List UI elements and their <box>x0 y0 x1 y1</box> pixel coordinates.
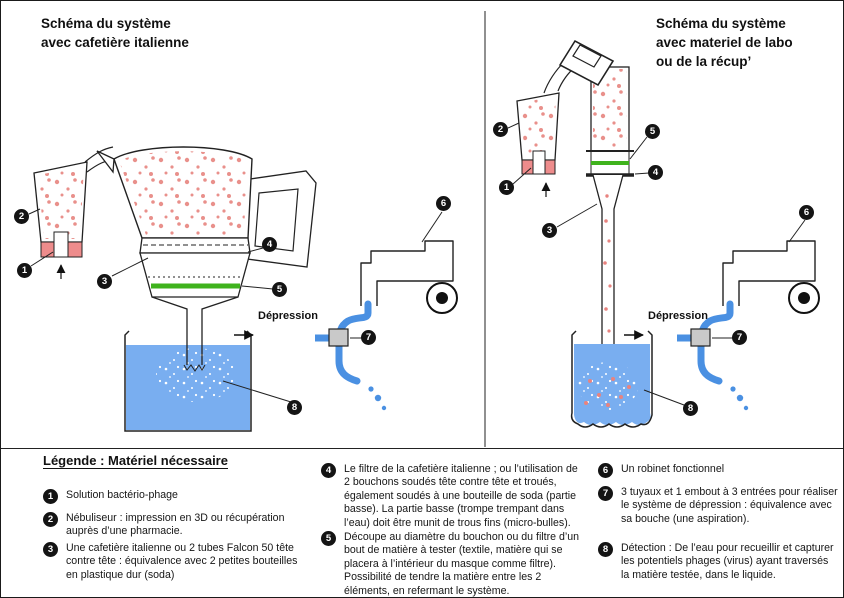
lab-column-drawing <box>558 39 634 369</box>
left-badge-7: 7 <box>361 330 376 345</box>
legend-badge-7: 7 <box>598 486 613 501</box>
left-pipework <box>315 304 386 410</box>
right-depression-label: Dépression <box>648 310 708 322</box>
legend-text-7: 3 tuyaux et 1 embout à 3 entrées pour ré… <box>621 486 838 525</box>
legend-item-5: 5 Découpe au diamètre du bouchon ou du f… <box>321 531 581 597</box>
right-leader-lines <box>507 122 806 406</box>
right-badge-1: 1 <box>499 180 514 195</box>
schematic-drawing <box>1 11 843 449</box>
moka-spout <box>96 150 115 174</box>
legend-badge-2: 2 <box>43 512 58 527</box>
left-faucet <box>360 240 458 314</box>
right-badge-4: 4 <box>648 165 663 180</box>
right-badge-7: 7 <box>732 330 747 345</box>
left-badge-8: 8 <box>287 400 302 415</box>
water-phage-dots <box>584 377 631 407</box>
legend-badge-6: 6 <box>598 463 613 478</box>
right-water-vessel-drawing <box>570 330 653 428</box>
column-lower-tube <box>592 174 624 369</box>
legend-badge-5: 5 <box>321 531 336 546</box>
left-badge-5: 5 <box>272 282 287 297</box>
left-badge-1: 1 <box>17 263 32 278</box>
moka-pot-drawing <box>96 146 317 298</box>
right-badge-2: 2 <box>493 122 508 137</box>
legend-item-2: 2 Nébuliseur : impression en 3D ou récup… <box>43 512 305 539</box>
left-nebulizer-drawing <box>33 146 116 279</box>
legend-item-7: 7 3 tuyaux et 1 embout à 3 entrées pour … <box>598 486 838 526</box>
legend-text-1: Solution bactério-phage <box>66 489 178 501</box>
tube-phage-dots <box>603 194 612 333</box>
left-bubbles <box>156 348 236 402</box>
moka-funnel-tube <box>151 296 239 365</box>
legend-text-8: Détection : De l’eau pour recueillir et … <box>621 542 834 581</box>
left-badge-4: 4 <box>262 237 277 252</box>
right-badge-8: 8 <box>683 401 698 416</box>
legend-item-6: 6 Un robinet fonctionnel <box>598 463 830 478</box>
legend-title: Légende : Matériel nécessaire <box>43 453 228 468</box>
legend-text-5: Découpe au diamètre du bouchon ou du fil… <box>344 531 579 597</box>
legend-item-4: 4 Le filtre de la cafetière italienne ; … <box>321 463 585 530</box>
right-nebulizer-drawing <box>516 60 577 197</box>
legend-item-3: 3 Une cafetière italienne ou 2 tubes Fal… <box>43 542 307 582</box>
legend-text-4: Le filtre de la cafetière italienne ; ou… <box>344 463 578 529</box>
legend-text-6: Un robinet fonctionnel <box>621 463 725 475</box>
legend-item-8: 8 Détection : De l’eau pour recueillir e… <box>598 542 838 582</box>
legend-badge-3: 3 <box>43 542 58 557</box>
left-depression-label: Dépression <box>258 310 318 322</box>
left-water-vessel-drawing <box>124 296 252 432</box>
legend-badge-4: 4 <box>321 463 336 478</box>
legend-item-1: 1 Solution bactério-phage <box>43 489 295 504</box>
right-faucet <box>722 240 820 314</box>
right-badge-6: 6 <box>799 205 814 220</box>
right-badge-5: 5 <box>645 124 660 139</box>
left-badge-3: 3 <box>97 274 112 289</box>
right-diagram-title: Schéma du système avec materiel de labo … <box>656 16 793 69</box>
legend-text-3: Une cafetière italienne ou 2 tubes Falco… <box>66 542 298 581</box>
legend-badge-8: 8 <box>598 542 613 557</box>
right-badge-3: 3 <box>542 223 557 238</box>
legend-badge-1: 1 <box>43 489 58 504</box>
left-diagram-title: Schéma du système avec cafetière italien… <box>41 16 189 50</box>
left-badge-2: 2 <box>14 209 29 224</box>
left-badge-6: 6 <box>436 196 451 211</box>
left-leader-lines <box>28 208 443 403</box>
legend-text-2: Nébuliseur : impression en 3D ou récupér… <box>66 512 285 538</box>
right-bubbles <box>578 362 638 410</box>
